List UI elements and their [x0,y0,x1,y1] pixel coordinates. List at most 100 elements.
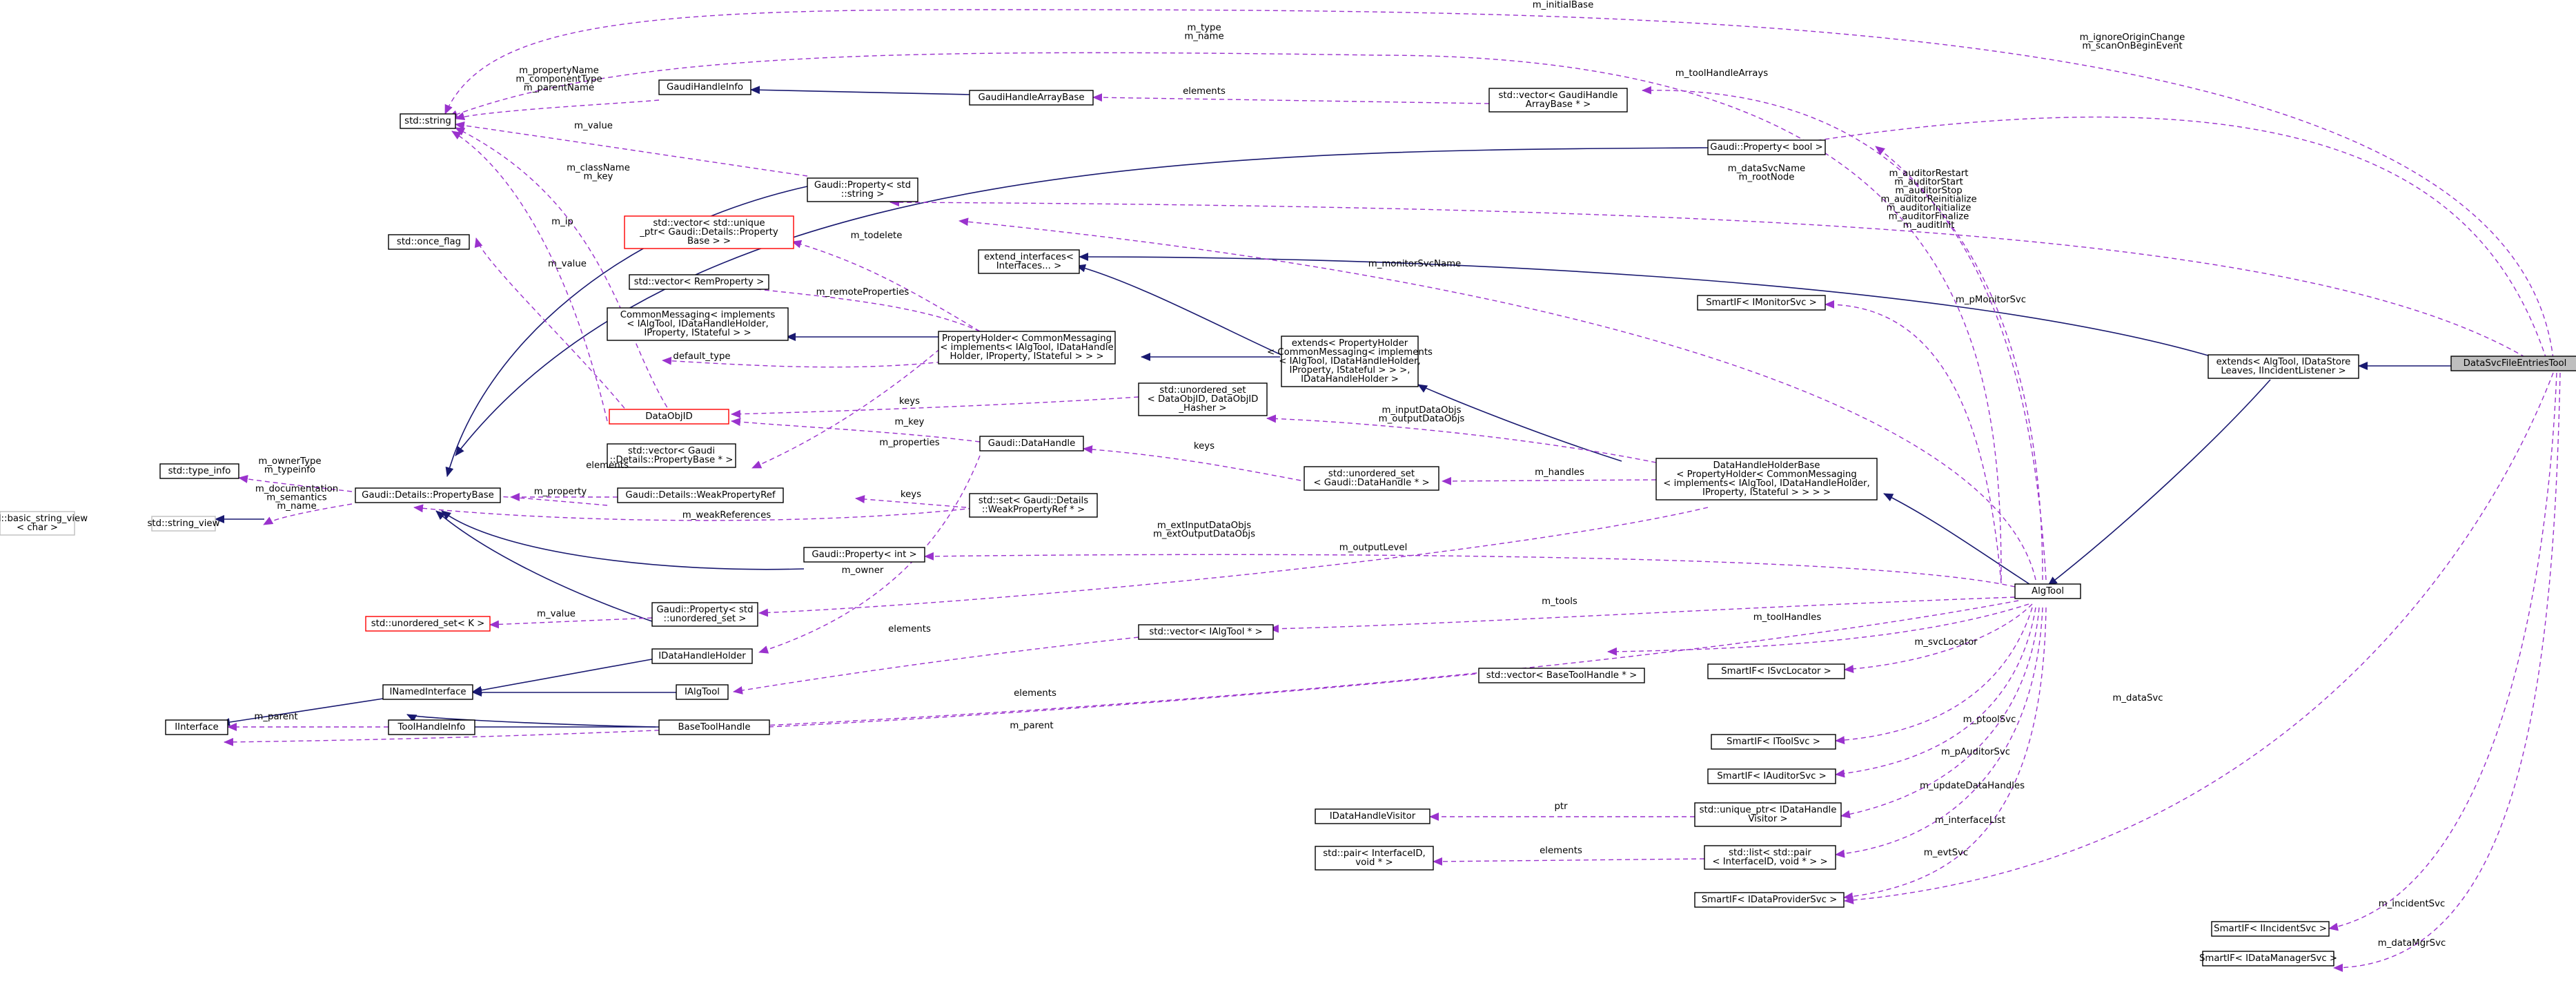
node-wpr[interactable]: Gaudi::Details::WeakPropertyRef [617,487,784,503]
edge-label: m_parent [254,712,297,722]
node-extends-ph[interactable]: extends< PropertyHolder< CommonMessaging… [1267,336,1433,387]
node-cm[interactable]: CommonMessaging< implements< IAlgTool, I… [607,307,789,341]
edge-label: m_initialBase [1533,0,1594,10]
node-label: AlgTool [2032,586,2064,596]
edge-label: m_property [534,487,587,497]
node-set-wpr[interactable]: std::set< Gaudi::Details::WeakPropertyRe… [969,493,1098,518]
node-label: std::basic_string_view [0,514,88,524]
node-label: < DataObjID, DataObjID [1148,394,1259,405]
node-type-info[interactable]: std::type_info [159,463,239,479]
node-label: Visitor > [1748,814,1787,824]
node-vec-bth[interactable]: std::vector< BaseToolHandle * > [1478,668,1645,683]
node-sif-incident[interactable]: SmartIF< IIncidentSvc > [2211,921,2330,937]
node-prop-str[interactable]: Gaudi::Property< std::string > [807,177,918,202]
edge-label: m_value [574,121,613,131]
node-bsv[interactable]: std::basic_string_view< char > [0,511,88,536]
node-string-view[interactable]: std::string_view [148,516,220,532]
node-label: SmartIF< IToolSvc > [1727,737,1820,747]
node-sif-monitor[interactable]: SmartIF< IMonitorSvc > [1697,295,1826,311]
node-sif-dataprov[interactable]: SmartIF< IDataProviderSvc > [1694,892,1845,908]
node-label: _ptr< Gaudi::Details::Property [639,227,778,237]
node-bth[interactable]: BaseToolHandle [658,719,770,735]
node-label: IAlgTool [685,687,720,697]
node-std-string[interactable]: std::string [400,113,456,129]
node-label: std::vector< std::unique [653,218,765,229]
node-prop-int[interactable]: Gaudi::Property< int > [803,547,925,563]
node-uset-dh[interactable]: std::unordered_set< Gaudi::DataHandle * … [1304,466,1439,491]
edge-label: m_dataSvc [2112,693,2163,703]
node-pair-ifid[interactable]: std::pair< InterfaceID,void * > [1315,846,1434,871]
node-label: CommonMessaging< implements [620,310,776,320]
node-prop-uset[interactable]: Gaudi::Property< std::unordered_set > [651,602,758,627]
node-ialgtool[interactable]: IAlgTool [676,684,729,700]
node-label: SmartIF< IDataManagerSvc > [2199,953,2337,964]
node-label: < implements< IAlgTool, IDataHandleHolde… [1663,478,1870,489]
node-label: SmartIF< IDataProviderSvc > [1702,895,1838,905]
node-label: SmartIF< IAuditorSvc > [1717,771,1827,781]
node-vec-pb[interactable]: std::vector< Gaudi::Details::PropertyBas… [607,443,736,468]
edge-label: m_pAuditorSvc [1941,747,2010,757]
node-algtool[interactable]: AlgTool [2014,583,2081,599]
node-datahandle[interactable]: Gaudi::DataHandle [979,436,1084,451]
node-ghi[interactable]: GaudiHandleInfo [658,79,751,95]
node-label: < CommonMessaging< implements [1267,347,1433,358]
edge-label: keys [899,396,920,407]
edge-label: m_svcLocator [1914,637,1978,648]
node-idhv[interactable]: IDataHandleVisitor [1315,808,1430,824]
node-sif-datamgr[interactable]: SmartIF< IDataManagerSvc > [2199,951,2337,967]
node-label: ::unordered_set > [664,614,747,624]
node-label: extends< PropertyHolder [1292,338,1408,349]
node-label: BaseToolHandle [678,722,750,732]
edge-label: m_weakReferences [682,510,771,521]
node-sif-svcloc[interactable]: SmartIF< ISvcLocator > [1707,663,1845,679]
edge-label: m_evtSvc [1924,848,1969,858]
node-vec-uptr[interactable]: std::vector< std::unique_ptr< Gaudi::Det… [624,215,794,249]
edge-label: elements [1540,846,1582,856]
node-label: < char > [17,523,58,533]
edge-label: m_incidentSvc [2379,899,2446,909]
node-vec-gha[interactable]: std::vector< GaudiHandleArrayBase * > [1488,88,1628,113]
node-label: SmartIF< IMonitorSvc > [1706,298,1817,308]
node-thi[interactable]: ToolHandleInfo [388,719,475,735]
node-label: std::vector< BaseToolHandle * > [1486,670,1637,681]
node-dse[interactable]: DataSvcFileEntriesTool [2450,356,2576,371]
node-list-pair[interactable]: std::list< std::pair< InterfaceID, void … [1704,845,1836,870]
node-label: std::pair< InterfaceID, [1323,848,1426,859]
edge-label: default_type [673,351,730,362]
edge-label: m_interfaceList [1935,815,2005,826]
node-label: std::vector< Gaudi [628,446,715,456]
node-sif-auditor[interactable]: SmartIF< IAuditorSvc > [1707,768,1836,784]
node-dhhb[interactable]: DataHandleHolderBase< PropertyHolder< Co… [1655,458,1878,501]
node-iinterface[interactable]: IInterface [165,719,228,735]
diagram-nodes: DataSvcFileEntriesTool extends< AlgTool, … [0,79,2576,967]
node-ghab[interactable]: GaudiHandleArrayBase [969,90,1094,106]
node-vec-ialg[interactable]: std::vector< IAlgTool * > [1138,624,1274,640]
node-once-flag[interactable]: std::once_flag [388,234,470,250]
node-label: IInterface [175,722,218,732]
edge-label: elements [888,624,931,634]
node-dataobjid[interactable]: DataObjID [609,409,729,425]
node-uset-doid[interactable]: std::unordered_set< DataObjID, DataObjID… [1138,382,1268,416]
node-pb[interactable]: Gaudi::Details::PropertyBase [355,487,501,503]
node-label: std::list< std::pair [1729,848,1811,858]
node-inamed[interactable]: INamedInterface [382,684,473,700]
node-sif-toolsvc[interactable]: SmartIF< IToolSvc > [1711,734,1836,750]
node-idhh[interactable]: IDataHandleHolder [651,648,753,664]
node-label: extend_interfaces< [984,252,1074,262]
edge-label: m_handles [1535,467,1584,478]
node-label: std::unique_ptr< IDataHandle [1700,805,1837,815]
edge-label: elements [1183,86,1226,97]
node-label: std::unordered_set [1159,385,1246,396]
node-uset-k[interactable]: std::unordered_set< K > [365,616,491,632]
node-uptr-idhv[interactable]: std::unique_ptr< IDataHandleVisitor > [1694,802,1842,827]
node-ph[interactable]: PropertyHolder< CommonMessaging< impleme… [938,331,1116,365]
edge-label: m_ptoolSvc [1963,715,2016,725]
node-ext-if[interactable]: extend_interfaces<Interfaces... > [978,249,1080,274]
node-vec-rem[interactable]: std::vector< RemProperty > [629,274,769,290]
node-label: GaudiHandleArrayBase [978,93,1084,103]
node-prop-bool[interactable]: Gaudi::Property< bool > [1707,139,1826,155]
